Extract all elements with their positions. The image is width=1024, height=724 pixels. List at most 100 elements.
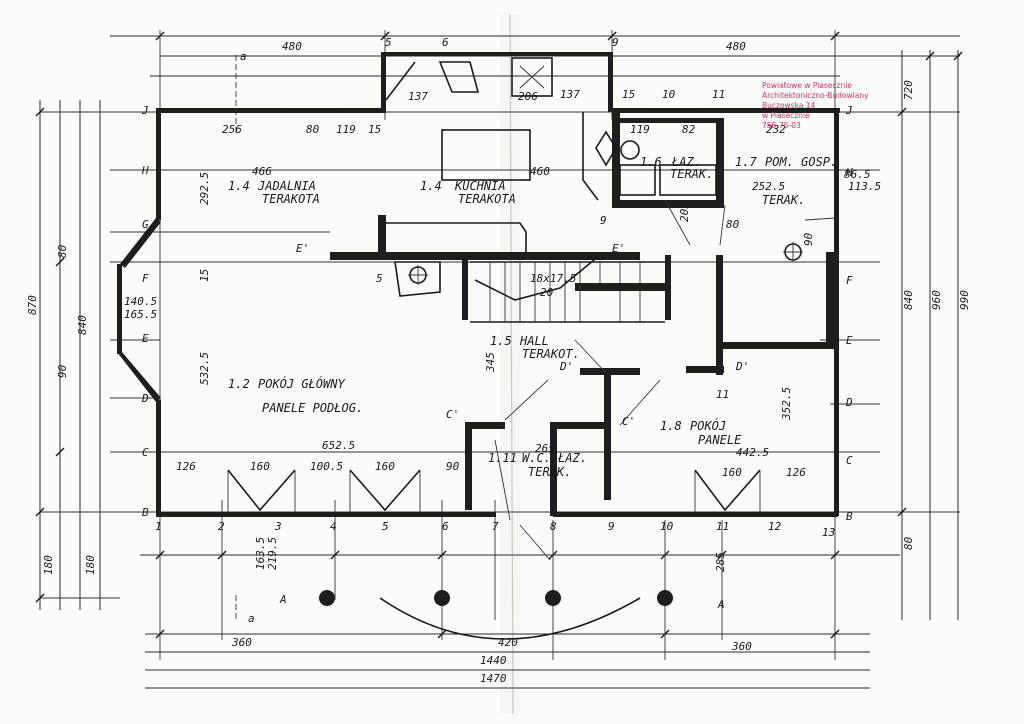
axis-col-9-top: 9: [612, 36, 619, 49]
section-mark-D: D': [559, 360, 573, 373]
room-1-5-floor: TERAKOT.: [522, 347, 580, 361]
dim-right-0: 840: [902, 290, 915, 310]
dim-int-13: 219.5: [266, 537, 279, 570]
dim-top-12: 10: [662, 88, 676, 101]
room-1-8-number: 1.8: [660, 419, 682, 433]
room-1-2-floor: PANELE PODŁOG.: [262, 401, 363, 415]
section-mark-D-right: D': [735, 360, 749, 373]
axis-row-J: J: [141, 104, 149, 117]
dim-bottom-2: 100.5: [310, 460, 343, 473]
room-1-4-floor: TERAKOTA: [458, 192, 516, 206]
dim-bottom-9: 360: [731, 640, 752, 653]
dim-right-4: 80: [902, 536, 915, 550]
window-frames: [227, 109, 761, 512]
room-1-8-name: POKÓJ: [690, 418, 726, 433]
axis-col-4: 4: [330, 520, 337, 533]
room-1-6-floor: TERAK.: [670, 167, 713, 181]
axis-col-6-top: 6: [442, 36, 449, 49]
column-axis-labels: 1 2 3 4 5 6 7 8 9 10 11 12 13 5 6 9 5 9 …: [155, 36, 835, 539]
dim-left-7: 180: [84, 555, 97, 575]
dim-top-2: 256: [222, 123, 242, 136]
room-1-6-name: ŁAZ.: [671, 155, 701, 169]
dim-int-14: 86.5: [844, 168, 871, 181]
dim-top-11: 15: [622, 88, 635, 101]
stamp-line-2: Architektoniczno-Budowlany: [762, 91, 869, 100]
room-1-4-name: KUCHNIA: [454, 179, 506, 193]
dim-top-10: 232: [766, 123, 786, 136]
axis-col-11-mid: 11: [716, 388, 729, 401]
axis-col-5-top: 5: [385, 36, 392, 49]
axis-row-D: D: [141, 392, 149, 405]
dim-top-6: 466: [252, 165, 272, 178]
axis-col-1: 1: [155, 520, 162, 533]
top-dimension-values: 480 480 256 80 119 15 466 460 119 82 232…: [222, 40, 786, 178]
axis-col-12: 12: [768, 520, 782, 533]
axis-col-2: 2: [218, 520, 225, 533]
axis-row-C: C: [142, 446, 149, 459]
axis-col-9-mid: 9: [600, 214, 607, 227]
axis-row-J-right: J: [845, 104, 853, 117]
dim-int-8: 80: [726, 218, 740, 231]
row-axis-labels: B C D E F G H J B C D E F H J: [141, 104, 853, 523]
room-1-7-name: POM. GOSP.: [765, 155, 837, 169]
axis-row-E: E: [142, 332, 149, 345]
dim-right-1: 960: [930, 290, 943, 310]
dim-int-6: 265: [535, 442, 555, 455]
axis-row-E-right: E: [846, 334, 853, 347]
axis-row-H-right: H: [845, 166, 853, 179]
section-mark-E-left: E': [296, 242, 309, 255]
axis-col-6: 6: [442, 520, 449, 533]
room-1-11-name: W.C./ŁAZ.: [522, 451, 587, 465]
dim-left-6: 180: [42, 555, 55, 575]
axis-col-8: 8: [550, 520, 557, 533]
room-1-3-floor: TERAKOTA: [262, 192, 320, 206]
dim-bottom-7: 360: [231, 636, 252, 649]
room-labels: 1.4 JADALNIA TERAKOTA 1.4 KUCHNIA TERAKO…: [228, 155, 837, 479]
room-1-11-number: 1.11: [488, 451, 517, 465]
dim-right-2: 990: [958, 290, 971, 310]
room-1-5-number: 1.5: [490, 334, 512, 348]
dim-top-9: 82: [682, 123, 696, 136]
axis-col-9: 9: [608, 520, 615, 533]
bathroom-fixtures: [595, 130, 803, 262]
room-1-2-name: POKÓJ GŁÓWNY: [258, 376, 345, 391]
axis-row-B: B: [142, 506, 149, 519]
left-dimension-values: 870 840 80 140.5 165.5 90 180 180: [26, 244, 157, 575]
dim-bottom-11: 1470: [480, 672, 507, 685]
dim-left-2: 80: [56, 244, 69, 258]
dim-int-5: 442.5: [736, 446, 769, 459]
axis-col-3: 3: [274, 520, 282, 533]
dim-top-7: 460: [530, 165, 550, 178]
room-1-6-number: 1.6: [640, 155, 662, 169]
room-1-2-number: 1.2: [228, 377, 250, 391]
dim-int-17: 90: [802, 232, 815, 246]
dim-top-0: 480: [282, 40, 302, 53]
section-mark-C: C': [446, 408, 459, 421]
dim-top-14: 206: [518, 90, 538, 103]
dim-int-3: 345: [484, 352, 497, 373]
dim-int-4: 352.5: [780, 387, 793, 421]
dim-int-15: 113.5: [848, 180, 881, 193]
axis-col-7: 7: [492, 520, 499, 533]
axis-row-G: G: [142, 218, 149, 231]
dim-bottom-6: 126: [786, 466, 806, 479]
room-1-11-floor: TERAK.: [528, 465, 571, 479]
room-1-7-floor: TERAK.: [762, 193, 805, 207]
dim-int-10: 18x17.5: [530, 272, 576, 285]
dim-top-16: 137: [560, 88, 580, 101]
dim-int-7: 205: [678, 202, 691, 222]
walls: [117, 52, 840, 517]
axis-col-13: 13: [822, 526, 835, 539]
dim-left-3: 140.5: [124, 295, 157, 308]
section-mark-A-left: A: [279, 593, 287, 606]
room-1-7-number: 1.7: [735, 155, 757, 169]
dim-int-0: 292.5: [198, 172, 211, 205]
dim-left-4: 165.5: [124, 308, 157, 321]
stair-flight: [470, 254, 665, 323]
axis-col-5-mid: 5: [376, 272, 383, 285]
dim-int-12: 163.5: [254, 537, 267, 570]
dim-top-1: 480: [726, 40, 746, 53]
section-mark-E-right: E': [612, 242, 625, 255]
dim-int-1: 532.5: [198, 352, 211, 385]
room-1-8-floor: PANELE: [698, 433, 742, 447]
